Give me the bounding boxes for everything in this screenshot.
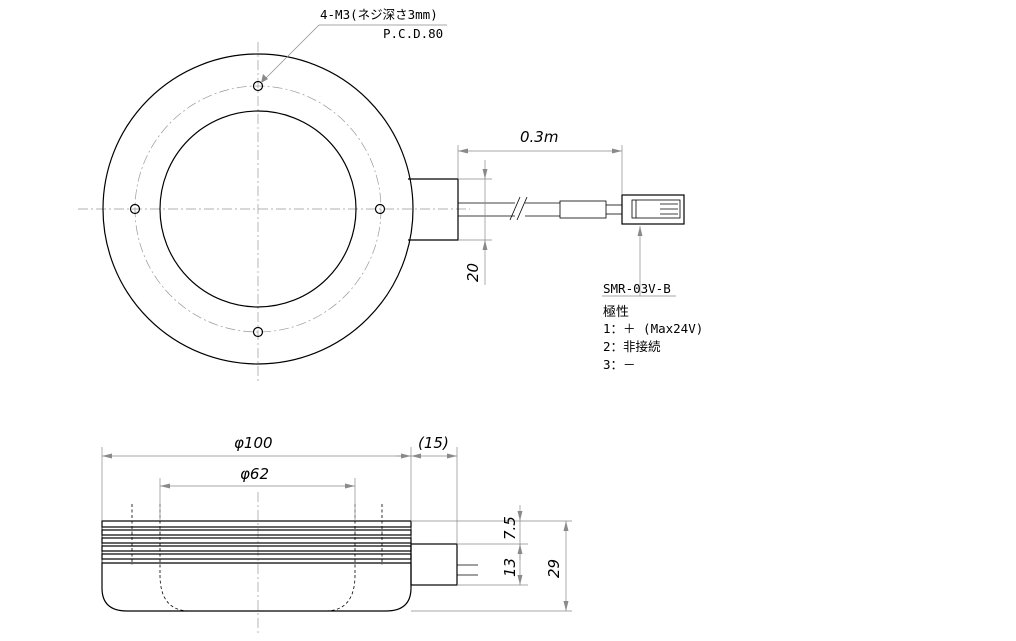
side-cable-housing bbox=[410, 543, 458, 586]
cable-ferrule bbox=[559, 200, 607, 219]
cable bbox=[458, 196, 622, 221]
inner-window bbox=[159, 110, 357, 308]
polarity-title: 極性 bbox=[603, 304, 629, 320]
connector-model-label: SMR-03V-B bbox=[603, 281, 671, 296]
polarity-pin-3: 3：－ bbox=[603, 357, 636, 372]
mounting-hole-top bbox=[252, 80, 264, 92]
polarity-pin-2: 2：非接続 bbox=[603, 339, 661, 354]
lower-body bbox=[101, 562, 412, 612]
side-view: φ100 φ62 (15) 7.5 13 29 bbox=[101, 434, 572, 635]
pcd-label: P.C.D.80 bbox=[383, 26, 443, 41]
cable-length-label: 0.3m bbox=[520, 128, 558, 146]
top-height-label: 7.5 bbox=[501, 516, 519, 540]
cable-housing bbox=[408, 178, 459, 241]
inner-diameter-label: φ62 bbox=[240, 465, 269, 483]
mounting-hole-bottom bbox=[252, 326, 264, 338]
total-height-label: 29 bbox=[545, 559, 563, 578]
cooling-fins bbox=[101, 520, 412, 563]
hole-spec-leader bbox=[260, 24, 320, 84]
polarity-pin-1: 1：＋ (Max24V) bbox=[603, 321, 703, 336]
hole-spec-label: 4-M3(ネジ深さ3mm) bbox=[320, 7, 438, 22]
housing-width-label: 20 bbox=[464, 263, 482, 282]
housing-length-label: (15) bbox=[418, 434, 449, 452]
cable-break-mark bbox=[516, 196, 528, 221]
cable-break-mark bbox=[509, 196, 521, 221]
top-view: 4-M3(ネジ深さ3mm) P.C.D.80 0.3m 20 SMR-03V-B… bbox=[78, 7, 703, 382]
pcd-circle bbox=[134, 85, 382, 333]
mounting-hole-left bbox=[129, 203, 141, 215]
mounting-hole-right bbox=[374, 203, 386, 215]
connector bbox=[621, 194, 685, 225]
outer-ring bbox=[102, 53, 414, 365]
mid-height-label: 13 bbox=[501, 558, 519, 577]
outer-diameter-label: φ100 bbox=[234, 434, 273, 452]
